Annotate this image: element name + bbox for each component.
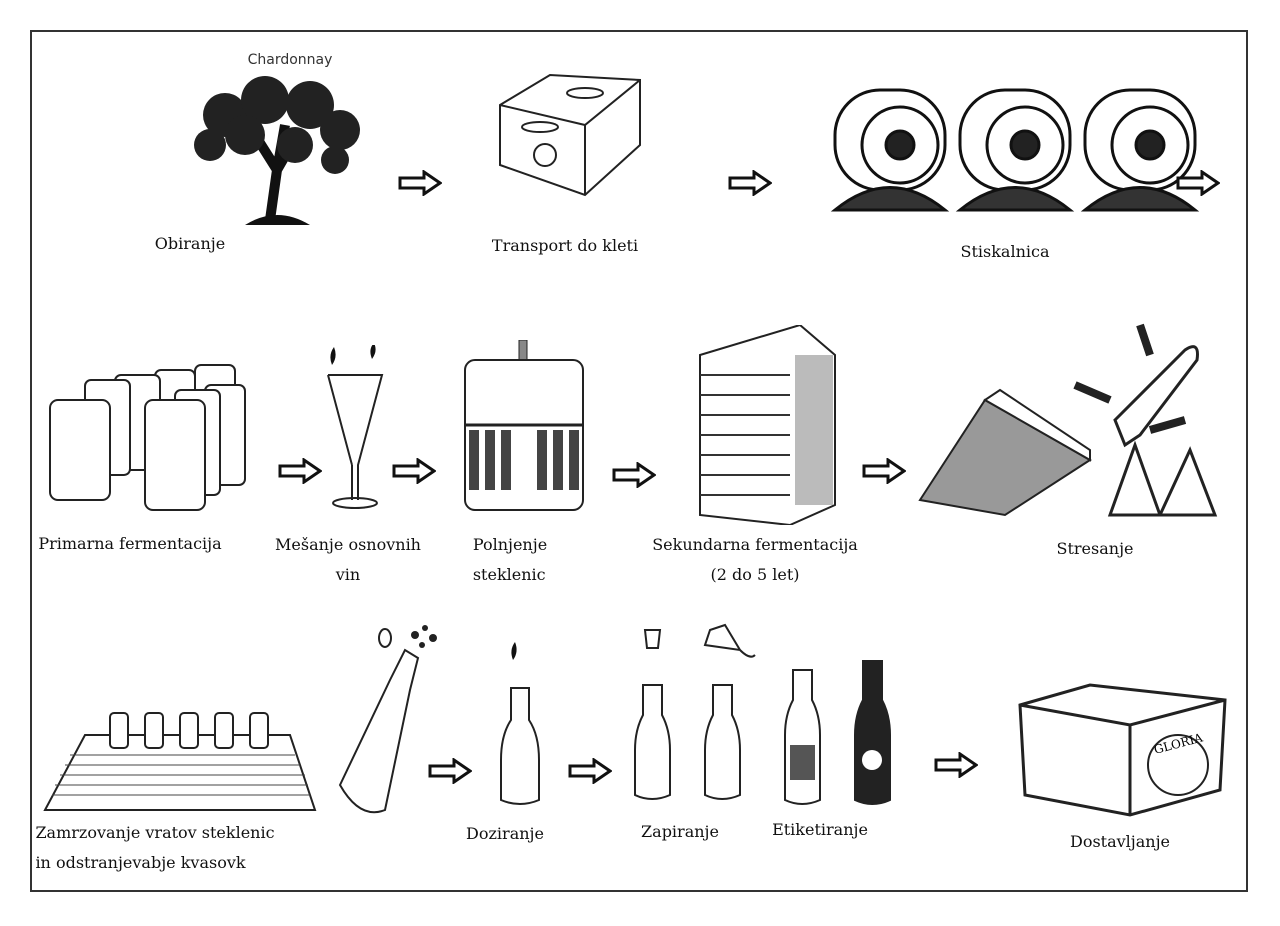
step-label-sekundarna: Sekundarna fermentacija (2 do 5 let) <box>652 530 858 590</box>
step-label-doziranje: Doziranje <box>466 824 544 843</box>
step-label-polnjenje: Polnjenje steklenic <box>473 530 547 590</box>
chardonnay-label: Chardonnay <box>247 52 333 68</box>
step-label-zapiranje: Zapiranje <box>641 822 719 841</box>
mesanje-line-1: Mešanje osnovnih <box>275 535 421 554</box>
neck-freezing-icon <box>43 712 317 811</box>
step-label-zamrzovanje: Zamrzovanje vratov steklenic in odstranje… <box>35 818 274 878</box>
labeled-bottles-icon <box>784 660 891 805</box>
crate-box-icon <box>499 73 641 197</box>
arrow-right-icon <box>934 752 978 778</box>
arrow-right-icon <box>728 170 772 196</box>
step-label-stiskalnica: Stiskalnica <box>960 242 1050 261</box>
arrow-right-icon <box>392 458 436 484</box>
arrow-right-icon <box>278 458 322 484</box>
corked-bottles-icon <box>634 623 756 800</box>
polnjenje-line-1: Polnjenje <box>472 535 548 554</box>
arrow-right-icon <box>1176 170 1220 196</box>
wine-press-icon <box>830 88 1200 212</box>
riddling-rack-icon <box>918 323 1218 517</box>
step-label-etiketiranje: Etiketiranje <box>772 820 868 839</box>
fermentation-tanks-icon <box>49 364 246 511</box>
dosage-bottle-icon <box>500 642 540 805</box>
sekundarna-line-2: (2 do 5 let) <box>710 565 800 584</box>
bottle-stack-icon <box>699 325 836 525</box>
polnjenje-line-2: steklenic <box>472 565 546 584</box>
arrow-right-icon <box>398 170 442 196</box>
arrow-right-icon <box>612 462 656 488</box>
step-label-transport: Transport do kleti <box>491 236 639 255</box>
blending-glass-icon <box>327 345 384 509</box>
step-label-stresanje: Stresanje <box>1056 539 1134 558</box>
grapevine-icon <box>194 76 360 225</box>
shipping-box-icon: GLORIA <box>1018 683 1227 817</box>
arrow-right-icon <box>428 758 472 784</box>
zamrzovanje-line-1: Zamrzovanje vratov steklenic <box>35 823 275 842</box>
zamrzovanje-line-2: in odstranjevabje kvasovk <box>35 853 246 872</box>
sekundarna-line-1: Sekundarna fermentacija <box>652 535 858 554</box>
arrow-right-icon <box>568 758 612 784</box>
step-label-dostavljanje: Dostavljanje <box>1069 832 1171 851</box>
step-label-mesanje: Mešanje osnovnih vin <box>275 530 421 590</box>
arrow-right-icon <box>862 458 906 484</box>
step-label-obiranje: Obiranje <box>154 234 226 253</box>
step-label-primarna: Primarna fermentacija <box>38 534 222 553</box>
bottling-machine-icon <box>464 340 584 511</box>
mesanje-line-2: vin <box>335 565 361 584</box>
disgorged-bottle-icon <box>338 625 437 814</box>
diagram-frame <box>30 30 1248 892</box>
